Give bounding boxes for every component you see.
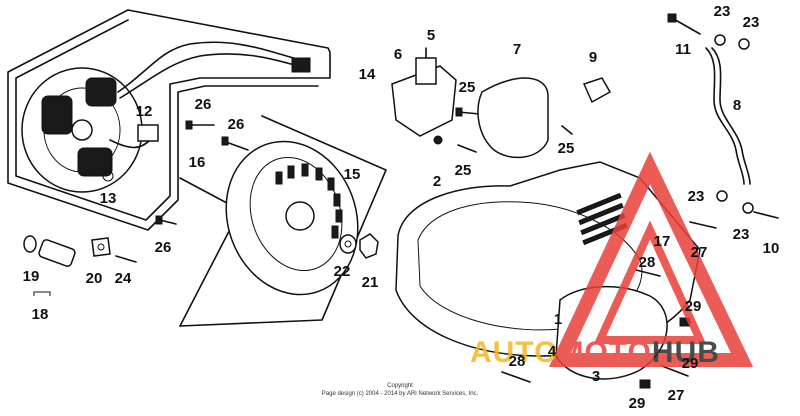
callout-27-a: 27 [691, 244, 708, 261]
stator-coil-c [77, 147, 113, 177]
callout-23-d: 23 [733, 226, 750, 243]
callout-29-a: 29 [685, 298, 702, 315]
callout-8: 8 [733, 97, 741, 114]
clip-29b [639, 379, 651, 389]
flywheel-slots [275, 163, 343, 239]
flywheel-group [179, 115, 387, 327]
pipe-assembly [667, 13, 779, 219]
callout-1: 1 [554, 311, 562, 328]
bolt-27a [689, 221, 717, 229]
callout-28-a: 28 [639, 254, 656, 271]
callout-3: 3 [592, 368, 600, 385]
washer-23b [738, 38, 750, 50]
callout-labels: 1 2 3 4 5 6 7 8 9 10 11 12 13 14 15 16 1… [23, 3, 780, 412]
callout-24: 24 [115, 270, 132, 287]
copyright-notice: Page design (c) 2004 - 2014 by ARI Netwo… [322, 391, 479, 397]
flywheel-hub [285, 201, 315, 231]
screw-13 [102, 170, 114, 182]
callout-9: 9 [589, 49, 597, 66]
washer-23a [714, 34, 726, 46]
bolt-28a [501, 371, 531, 383]
callout-23-a: 23 [714, 3, 731, 20]
callout-7: 7 [513, 41, 521, 58]
callout-11: 11 [675, 41, 691, 58]
rubber-cap-9 [582, 77, 612, 104]
callout-4: 4 [548, 343, 557, 360]
wire-connector [291, 57, 311, 73]
group-bracket-14 [7, 9, 319, 231]
watermark-text-moto: MOTO [558, 336, 651, 369]
sensor-18 [38, 239, 76, 267]
bracket-18-19 [33, 291, 51, 296]
washer-22 [339, 234, 357, 254]
washer-23d [742, 202, 754, 214]
callout-22: 22 [334, 263, 351, 280]
callout-19: 19 [23, 268, 40, 285]
watermark-logo: AUTOMOTOHUB [470, 151, 754, 369]
pulser-coil-12 [137, 124, 159, 142]
unit-6 [391, 65, 457, 137]
callout-28-b: 28 [509, 353, 526, 370]
callout-18: 18 [32, 306, 49, 323]
stator-hub [71, 119, 93, 141]
pipe-8 [705, 47, 745, 185]
small-parts-left [23, 235, 137, 296]
stator-coil-a [41, 95, 73, 135]
callout-25-b: 25 [455, 162, 472, 179]
callout-26-c: 26 [155, 239, 172, 256]
bolt-28b [635, 269, 661, 277]
cover-7 [477, 77, 549, 159]
callout-23-b: 23 [743, 14, 760, 31]
callout-17: 17 [654, 233, 671, 250]
watermark-text-hub: HUB [652, 336, 720, 369]
wire-harness-2 [119, 53, 299, 99]
cover-vent-slots [576, 192, 628, 246]
watermark-triangle-inner-icon [593, 220, 707, 344]
top-middle-parts [391, 47, 612, 159]
copyright-title: Copyright [387, 383, 413, 389]
component-5 [415, 57, 437, 85]
callout-25-c: 25 [558, 140, 575, 157]
o-ring-19 [23, 235, 37, 253]
callout-29-c: 29 [629, 395, 646, 412]
nut-21 [359, 233, 379, 259]
screw-6 [433, 135, 443, 145]
callout-10: 10 [763, 240, 780, 257]
wire-harness [117, 41, 301, 93]
svg-text:AUTOMOTOHUB: AUTOMOTOHUB [470, 336, 720, 369]
pickup-wire [109, 139, 151, 149]
bolt-27b [661, 365, 689, 377]
bolt-11 [671, 17, 701, 35]
callout-29-b: 29 [682, 355, 699, 372]
callout-2: 2 [433, 173, 441, 190]
callout-5: 5 [427, 27, 435, 44]
bolt-25b [457, 144, 477, 153]
bolt-24 [115, 255, 137, 263]
watermark-text-auto: AUTO [470, 336, 558, 369]
callout-25-a: 25 [459, 79, 476, 96]
watermark-triangle-icon [548, 151, 754, 367]
callout-26-a: 26 [195, 96, 212, 113]
callout-15: 15 [344, 166, 361, 183]
callout-14: 14 [359, 66, 376, 83]
group-bracket-inner [15, 9, 331, 221]
callout-26-b: 26 [228, 116, 245, 133]
callout-21: 21 [362, 274, 379, 291]
washer-23c [716, 190, 728, 202]
clamp-20 [91, 237, 111, 257]
callout-20: 20 [86, 270, 103, 287]
callout-13: 13 [100, 190, 117, 207]
stator-group [7, 9, 331, 231]
callout-12: 12 [136, 103, 153, 120]
callout-23-c: 23 [688, 188, 705, 205]
bolts-26 [155, 120, 249, 225]
callout-27-b: 27 [668, 387, 685, 404]
callout-16: 16 [189, 154, 206, 171]
callout-6: 6 [394, 46, 402, 63]
bolt-10 [753, 211, 779, 219]
stator-coil-b [85, 77, 117, 107]
bolt-25c [561, 125, 573, 135]
